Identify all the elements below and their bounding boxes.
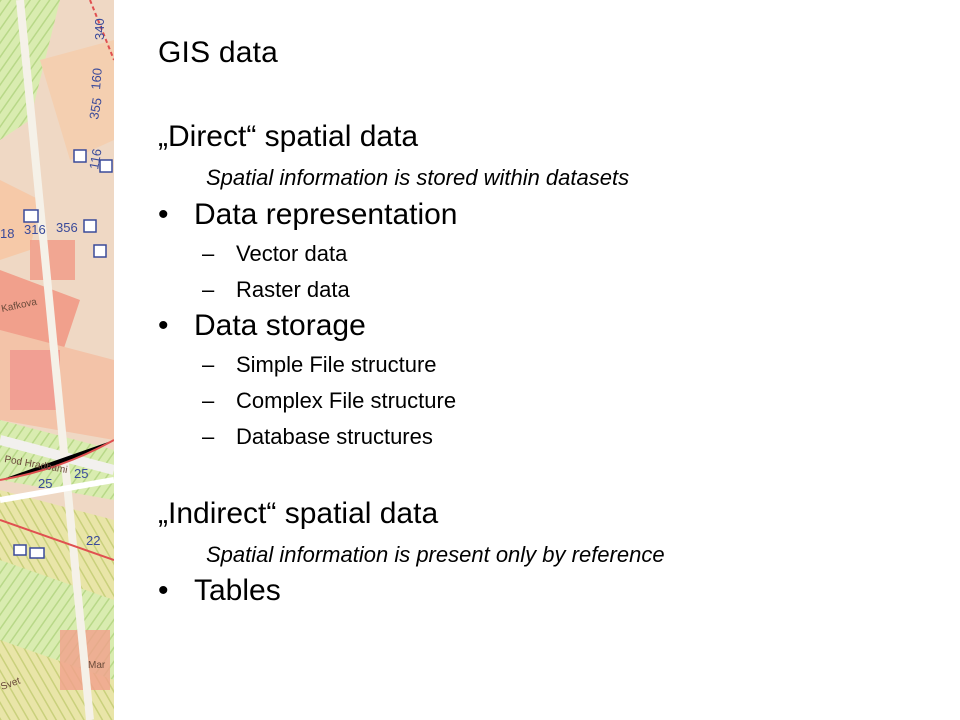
map-background-strip: 340 355 160 116 316 356 18 25 25 22 Kafk… — [0, 0, 114, 720]
slide-content: GIS data „Direct“ spatial data Spatial i… — [114, 0, 960, 720]
map-label-356: 356 — [56, 220, 78, 235]
map-label-25a: 25 — [38, 476, 52, 491]
dash-glyph: – — [202, 241, 215, 266]
dash-glyph: – — [202, 277, 215, 302]
map-label-340: 340 — [92, 18, 107, 40]
bullet-label: Data representation — [194, 198, 458, 231]
map-label-116: 116 — [86, 147, 104, 170]
bullet-glyph: • — [158, 198, 169, 231]
sub-item-label: Vector data — [236, 241, 348, 266]
direct-heading: „Direct“ spatial data — [158, 120, 419, 153]
slide-title: GIS data — [158, 36, 279, 69]
bullet-glyph: • — [158, 574, 169, 607]
map-label-18: 18 — [0, 226, 14, 241]
indirect-note: Spatial information is present only by r… — [206, 542, 665, 567]
map-image: 340 355 160 116 316 356 18 25 25 22 Kafk… — [0, 0, 114, 720]
indirect-heading: „Indirect“ spatial data — [158, 497, 439, 530]
sub-item-label: Complex File structure — [236, 388, 457, 413]
dash-glyph: – — [202, 424, 215, 449]
bullet-tables: • Tables — [158, 574, 281, 608]
bullet-data-representation: • Data representation — [158, 198, 458, 232]
map-label-316: 316 — [24, 222, 46, 237]
direct-note: Spatial information is stored within dat… — [206, 165, 630, 190]
sub-item-raster-data: –Raster data — [202, 277, 350, 303]
map-label-355: 355 — [86, 97, 105, 121]
dash-glyph: – — [202, 352, 215, 377]
bullet-glyph: • — [158, 309, 169, 342]
map-label-22: 22 — [86, 533, 100, 548]
bullet-label: Tables — [194, 574, 281, 607]
bullet-data-storage: • Data storage — [158, 309, 366, 343]
sub-item-label: Raster data — [236, 277, 350, 302]
bullet-label: Data storage — [194, 309, 366, 342]
sub-item-vector-data: –Vector data — [202, 241, 347, 267]
map-label-160: 160 — [88, 67, 105, 90]
sub-item-complex-file-structure: –Complex File structure — [202, 388, 456, 414]
sub-item-database-structures: –Database structures — [202, 424, 433, 450]
sub-item-label: Simple File structure — [236, 352, 437, 377]
sub-item-label: Database structures — [236, 424, 433, 449]
map-label-mar: Mar — [88, 660, 106, 671]
sub-item-simple-file-structure: –Simple File structure — [202, 352, 437, 378]
dash-glyph: – — [202, 388, 215, 413]
map-label-25b: 25 — [74, 466, 88, 481]
